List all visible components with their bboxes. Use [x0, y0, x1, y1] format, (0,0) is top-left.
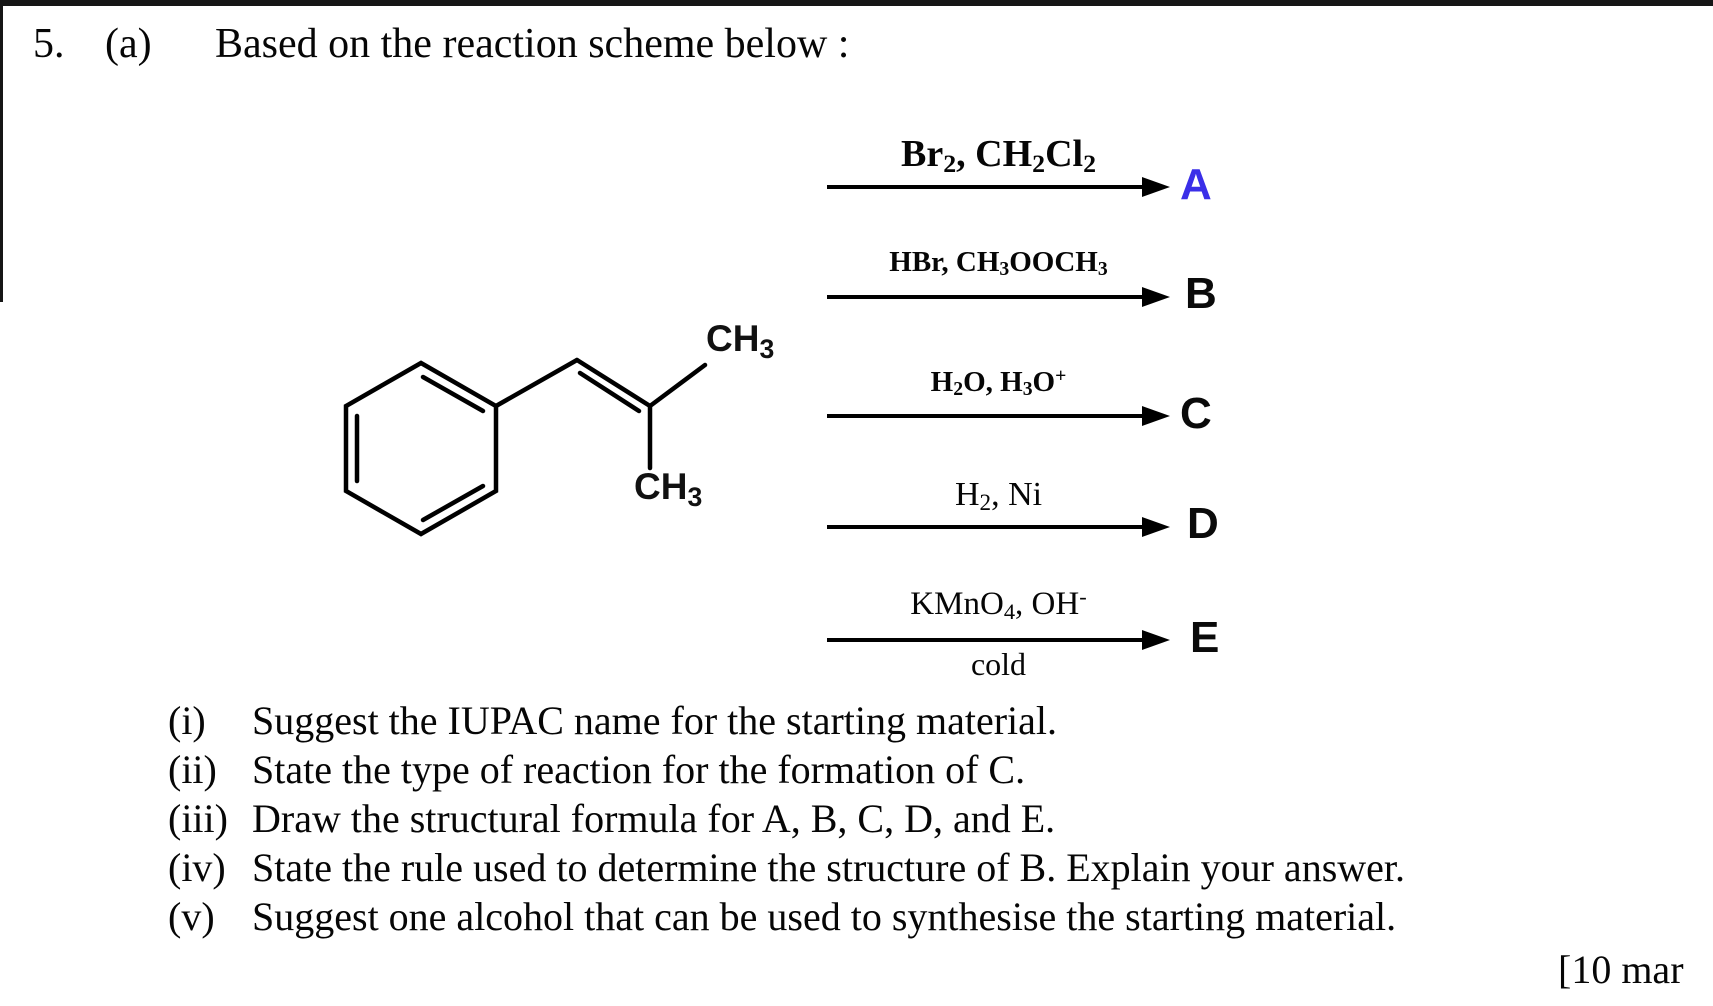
bond-to-top-methyl [647, 362, 708, 409]
reagent-label-4: H2, Ni [827, 476, 1170, 517]
reaction-condition-cold: cold [970, 646, 1027, 682]
aromatic-inner-bond [420, 483, 486, 523]
reagent-label-5: KMnO4, OH- [827, 583, 1170, 624]
reagent-label-2: HBr, CH3OOCH3 [827, 246, 1170, 281]
reagent-text: O, H [963, 366, 1023, 398]
reagent-text: O [1032, 366, 1056, 398]
vinyl-double-bond-inner [577, 370, 642, 414]
marks-note: [10 mar [1558, 947, 1684, 992]
ring-to-vinyl-bond [493, 357, 580, 409]
reagent-subscript: 2 [1032, 148, 1046, 178]
reaction-arrow-3 [827, 406, 1170, 426]
reagent-subscript: 3 [999, 258, 1010, 281]
reagent-label-1: Br2, CH2Cl2 [827, 132, 1170, 178]
bottom-methyl-text: CH [634, 466, 688, 507]
reagent-text: , OH [1015, 586, 1080, 622]
reagent-text: KMnO [910, 586, 1004, 622]
vinyl-double-bond-outer [574, 357, 653, 409]
subquestion-iii-label: (iii) [168, 796, 228, 841]
product-letter-b: B [1185, 269, 1217, 318]
reagent-text: OOCH [1009, 246, 1098, 278]
product-letter-a: A [1180, 160, 1212, 209]
arrow-head-icon [1142, 630, 1170, 650]
scan-edge-top [0, 0, 1713, 6]
arrow-shaft [827, 525, 1146, 529]
subquestion-iv-label: (iv) [168, 845, 226, 890]
reaction-arrow-1 [827, 177, 1170, 197]
bottom-methyl-subscript: 3 [687, 481, 703, 512]
subquestion-i-label: (i) [168, 698, 206, 743]
benzene-ring [343, 360, 499, 537]
bottom-methyl-label: CH3 [634, 466, 702, 512]
arrow-head-icon [1142, 517, 1170, 537]
reagent-superscript: + [1055, 365, 1067, 388]
arrow-head-icon [1142, 406, 1170, 426]
subquestion-ii-label: (ii) [168, 747, 217, 792]
arrow-head-icon [1142, 177, 1170, 197]
arrow-head-icon [1142, 287, 1170, 307]
arrow-shaft [827, 414, 1146, 418]
reagent-subscript: 2 [979, 490, 992, 517]
reagent-text: H [954, 476, 980, 513]
question-heading: Based on the reaction scheme below : [215, 21, 850, 67]
reaction-arrow-2 [827, 287, 1170, 307]
aromatic-inner-bond [420, 374, 486, 414]
product-letter-c: C [1180, 389, 1212, 438]
top-methyl-text: CH [706, 318, 760, 359]
reagent-subscript: 2 [1083, 148, 1096, 178]
reagent-text: Br [901, 133, 944, 175]
reagent-subscript: 2 [953, 378, 964, 401]
subquestion-iv-text: State the rule used to determine the str… [252, 845, 1406, 890]
reagent-text: , CH [956, 133, 1033, 175]
reagent-text: Cl [1045, 133, 1084, 175]
reagent-subscript: 2 [943, 148, 957, 178]
top-methyl-subscript: 3 [759, 333, 775, 364]
subquestion-i-text: Suggest the IUPAC name for the starting … [252, 698, 1058, 743]
subquestion-ii-text: State the type of reaction for the forma… [252, 747, 1026, 792]
subquestion-iii-text: Draw the structural formula for A, B, C,… [252, 796, 1056, 841]
top-methyl-label: CH3 [706, 318, 774, 364]
reagent-text: H [930, 366, 954, 398]
product-letter-d: D [1187, 499, 1219, 548]
reagent-subscript: 4 [1003, 598, 1016, 624]
question-part-label: (a) [105, 21, 152, 67]
product-letter-e: E [1190, 613, 1220, 662]
reagent-subscript: 3 [1097, 258, 1108, 281]
arrow-shaft [827, 185, 1146, 189]
reagent-subscript: 3 [1022, 378, 1033, 401]
subquestion-v-text: Suggest one alcohol that can be used to … [252, 894, 1397, 939]
arrow-shaft [827, 295, 1146, 299]
reaction-arrow-5 [827, 630, 1170, 650]
reagent-label-3: H2O, H3O+ [827, 365, 1170, 401]
molecule-structure [343, 357, 708, 537]
subquestion-v-label: (v) [168, 894, 215, 939]
molecule-bonds [343, 357, 708, 537]
scan-edge-left [0, 0, 3, 302]
reaction-arrow-4 [827, 517, 1170, 537]
reagent-text: , Ni [991, 476, 1043, 513]
question-number: 5. [33, 21, 65, 67]
reagent-superscript: - [1079, 583, 1087, 609]
arrow-shaft [827, 638, 1146, 642]
reagent-text: HBr, CH [889, 246, 1000, 278]
